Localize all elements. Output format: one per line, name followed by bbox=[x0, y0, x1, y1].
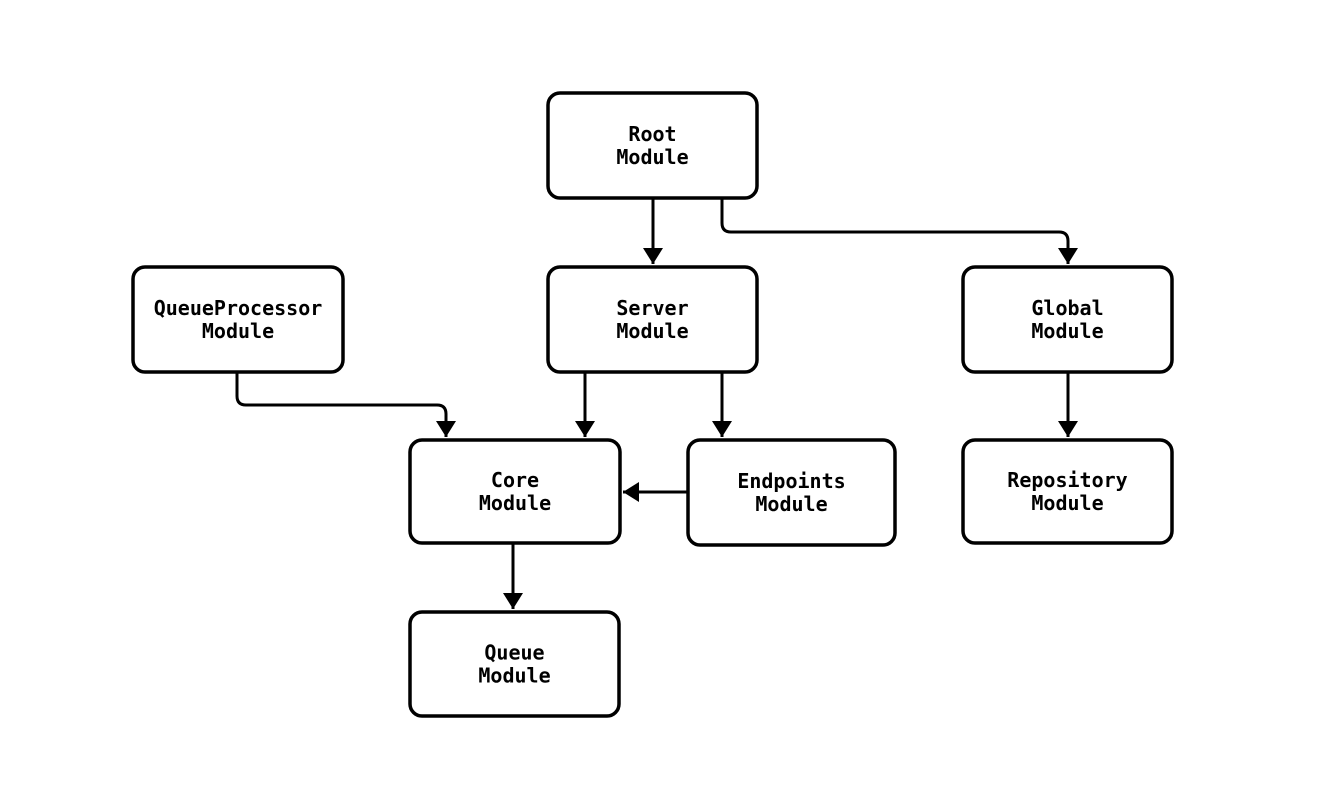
node-server-box bbox=[546, 265, 759, 374]
node-queueprocessor-box bbox=[131, 265, 345, 374]
node-root-box bbox=[546, 91, 759, 200]
node-queue-box bbox=[408, 610, 621, 718]
edge-root-to-global bbox=[720, 198, 1078, 264]
node-repository-box bbox=[961, 438, 1174, 545]
node-endpoints-box bbox=[686, 438, 897, 547]
node-global-box bbox=[961, 265, 1174, 374]
node-core-box bbox=[408, 438, 622, 545]
edge-queueprocessor-to-core bbox=[235, 372, 456, 437]
